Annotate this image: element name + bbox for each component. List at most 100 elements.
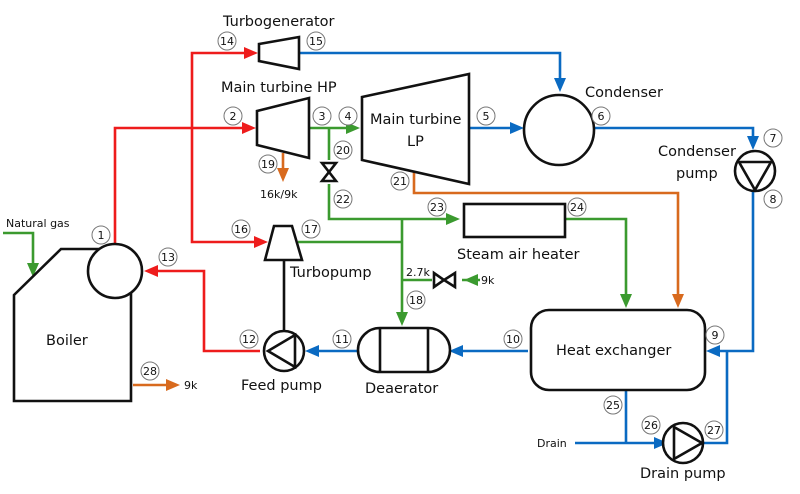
state-point-circle — [476, 106, 496, 126]
heat-exchanger[interactable]: Heat exchanger — [529, 308, 707, 392]
arrow-makeup — [464, 274, 478, 286]
pipe-14 — [190, 51, 250, 128]
arrow-10 — [449, 345, 463, 357]
hp-extraction-label: 16k/9k — [260, 188, 298, 201]
feed-pump-label: Feed pump — [241, 378, 322, 394]
arrow-9 — [706, 345, 720, 357]
makeup-pressure-label: 2.7k — [406, 266, 430, 279]
state-point-circle — [603, 395, 623, 415]
red-steam-lines — [113, 47, 268, 353]
state-point-label: 21 — [393, 175, 407, 188]
boiler-drum[interactable] — [86, 242, 144, 300]
state-point-26: 26 — [641, 415, 661, 435]
state-point-label: 26 — [644, 419, 658, 432]
main-turbine-hp-label: Main turbine HP — [221, 80, 337, 96]
state-point-label: 23 — [430, 201, 444, 214]
state-point-circle — [338, 106, 358, 126]
feed-pump[interactable]: Feed pump — [241, 329, 322, 394]
drain-pump[interactable]: Drain pump — [640, 421, 726, 482]
arrow-19 — [277, 168, 289, 182]
state-point-label: 5 — [483, 110, 490, 123]
state-point-2: 2 — [223, 106, 243, 126]
drain-label: Drain — [537, 437, 567, 450]
state-point-25: 25 — [603, 395, 623, 415]
valve-20-22[interactable] — [319, 161, 339, 183]
pipe-12-13 — [152, 269, 260, 353]
condenser-pump-label-2: pump — [676, 166, 718, 182]
state-point-circle — [427, 197, 447, 217]
turbopump-label: Turbopump — [289, 265, 372, 281]
state-point-label: 24 — [570, 201, 584, 214]
state-point-circle — [641, 415, 661, 435]
pipe-22-23 — [327, 184, 452, 221]
state-point-label: 6 — [598, 110, 605, 123]
state-point-11: 11 — [332, 329, 352, 349]
turbopump[interactable]: Turbopump — [263, 224, 372, 331]
state-point-6: 6 — [591, 106, 611, 126]
arrow-15 — [554, 78, 566, 92]
state-point-circle — [239, 329, 259, 349]
steam-air-heater[interactable]: Steam air heater — [457, 202, 580, 263]
state-point-15: 15 — [306, 31, 326, 51]
state-point-circle — [140, 361, 160, 381]
state-point-circle — [567, 197, 587, 217]
arrow-7 — [747, 136, 759, 150]
state-point-circle — [333, 140, 353, 160]
state-point-13: 13 — [158, 247, 178, 267]
state-point-label: 1 — [98, 229, 105, 242]
turbogenerator[interactable]: Turbogenerator — [222, 14, 335, 71]
state-point-19: 19 — [258, 154, 278, 174]
drain-pump-label: Drain pump — [640, 466, 726, 482]
arrow-23 — [446, 213, 460, 225]
arrow-natural-gas — [27, 263, 39, 277]
state-point-8: 8 — [763, 189, 783, 209]
boiler-label: Boiler — [46, 333, 88, 349]
state-point-circle — [333, 189, 353, 209]
makeup-valve[interactable] — [432, 270, 457, 290]
arrow-13 — [144, 265, 158, 277]
state-point-label: 11 — [335, 333, 349, 346]
arrow-24 — [620, 294, 632, 308]
state-point-3: 3 — [312, 106, 332, 126]
state-point-23: 23 — [427, 197, 447, 217]
state-point-label: 15 — [309, 35, 323, 48]
pipe-16 — [190, 128, 262, 244]
main-turbine-lp-label-1: Main turbine — [370, 112, 461, 128]
state-point-circle — [158, 247, 178, 267]
state-point-circle — [390, 171, 410, 191]
state-point-14: 14 — [217, 31, 237, 51]
pipe-24 — [565, 217, 628, 300]
state-point-circle — [763, 128, 783, 148]
state-point-label: 20 — [336, 144, 350, 157]
condenser-pump[interactable]: Condenser pump — [658, 144, 777, 193]
state-point-label: 25 — [606, 399, 620, 412]
orange-extraction-lines — [133, 153, 684, 391]
condenser[interactable]: Condenser — [522, 85, 663, 167]
state-point-label: 12 — [242, 333, 256, 346]
turbogenerator-label: Turbogenerator — [222, 14, 335, 30]
state-point-18: 18 — [406, 290, 426, 310]
state-point-10: 10 — [503, 329, 523, 349]
state-point-circle — [705, 325, 725, 345]
arrow-21 — [672, 294, 684, 308]
state-point-circle — [91, 225, 111, 245]
state-point-12: 12 — [239, 329, 259, 349]
state-point-circle — [312, 106, 332, 126]
state-point-label: 10 — [506, 333, 520, 346]
pipe-1-2 — [113, 126, 248, 247]
main-turbine-hp[interactable]: Main turbine HP — [221, 80, 337, 160]
state-point-28: 28 — [140, 361, 160, 381]
state-point-label: 7 — [770, 132, 777, 145]
state-point-16: 16 — [231, 219, 251, 239]
steam-air-heater-label: Steam air heater — [457, 247, 580, 263]
state-point-label: 8 — [770, 193, 777, 206]
deaerator[interactable]: Deaerator — [356, 326, 452, 397]
natural-gas-label: Natural gas — [6, 217, 70, 230]
arrow-28 — [166, 379, 180, 391]
state-point-1: 1 — [91, 225, 111, 245]
state-point-17: 17 — [301, 219, 321, 239]
state-point-label: 14 — [220, 35, 234, 48]
main-turbine-lp[interactable]: Main turbine LP — [360, 72, 471, 186]
